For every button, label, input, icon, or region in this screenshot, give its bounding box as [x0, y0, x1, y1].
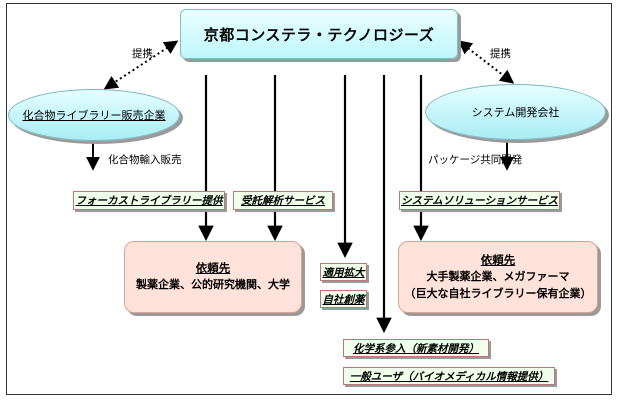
expansion-own-drug: 自社創薬 — [320, 290, 367, 308]
service-system-solution: システムソリューションサービス — [399, 191, 560, 210]
flow-label-codev: パッケージ共同開発 — [428, 154, 523, 166]
client-right-line2: （巨大な自社ライブラリー保有企業） — [404, 286, 592, 300]
service-focus-library: フォーカストライブラリー提供 — [73, 191, 225, 210]
client-box-right: 依頼先 大手製薬企業、メガファーマ （巨大な自社ライブラリー保有企業） — [398, 241, 598, 313]
client-box-left: 依頼先 製薬企業、公的研究機関、大学 — [124, 241, 302, 313]
future-general-users: 一般ユーザ（バイオメディカル情報提供） — [343, 367, 555, 385]
client-right-line1: 大手製薬企業、メガファーマ — [426, 270, 570, 284]
client-left-heading: 依頼先 — [195, 261, 231, 276]
diagram-frame — [6, 3, 612, 395]
service-contract-analysis: 受託解析サービス — [233, 191, 333, 210]
future-chemistry-entry: 化学系参入（新素材開発） — [343, 339, 489, 357]
tie-label-right: 提携 — [490, 48, 511, 60]
tie-label-left: 提携 — [132, 48, 153, 60]
client-left-body: 製薬企業、公的研究機関、大学 — [136, 278, 290, 292]
tie-arrow-right — [457, 40, 515, 84]
flow-label-import: 化合物輸入販売 — [108, 154, 182, 166]
client-right-heading: 依頼先 — [480, 252, 516, 267]
expansion-apply: 適用拡大 — [320, 263, 367, 281]
company-title: 京都コンステラ・テクノロジーズ — [180, 9, 458, 59]
tie-arrow-left — [103, 40, 179, 90]
partner-system-developer: システム開発会社 — [425, 84, 606, 140]
partner-library-vendor: 化合物ライブラリー販売企業 — [8, 89, 180, 141]
